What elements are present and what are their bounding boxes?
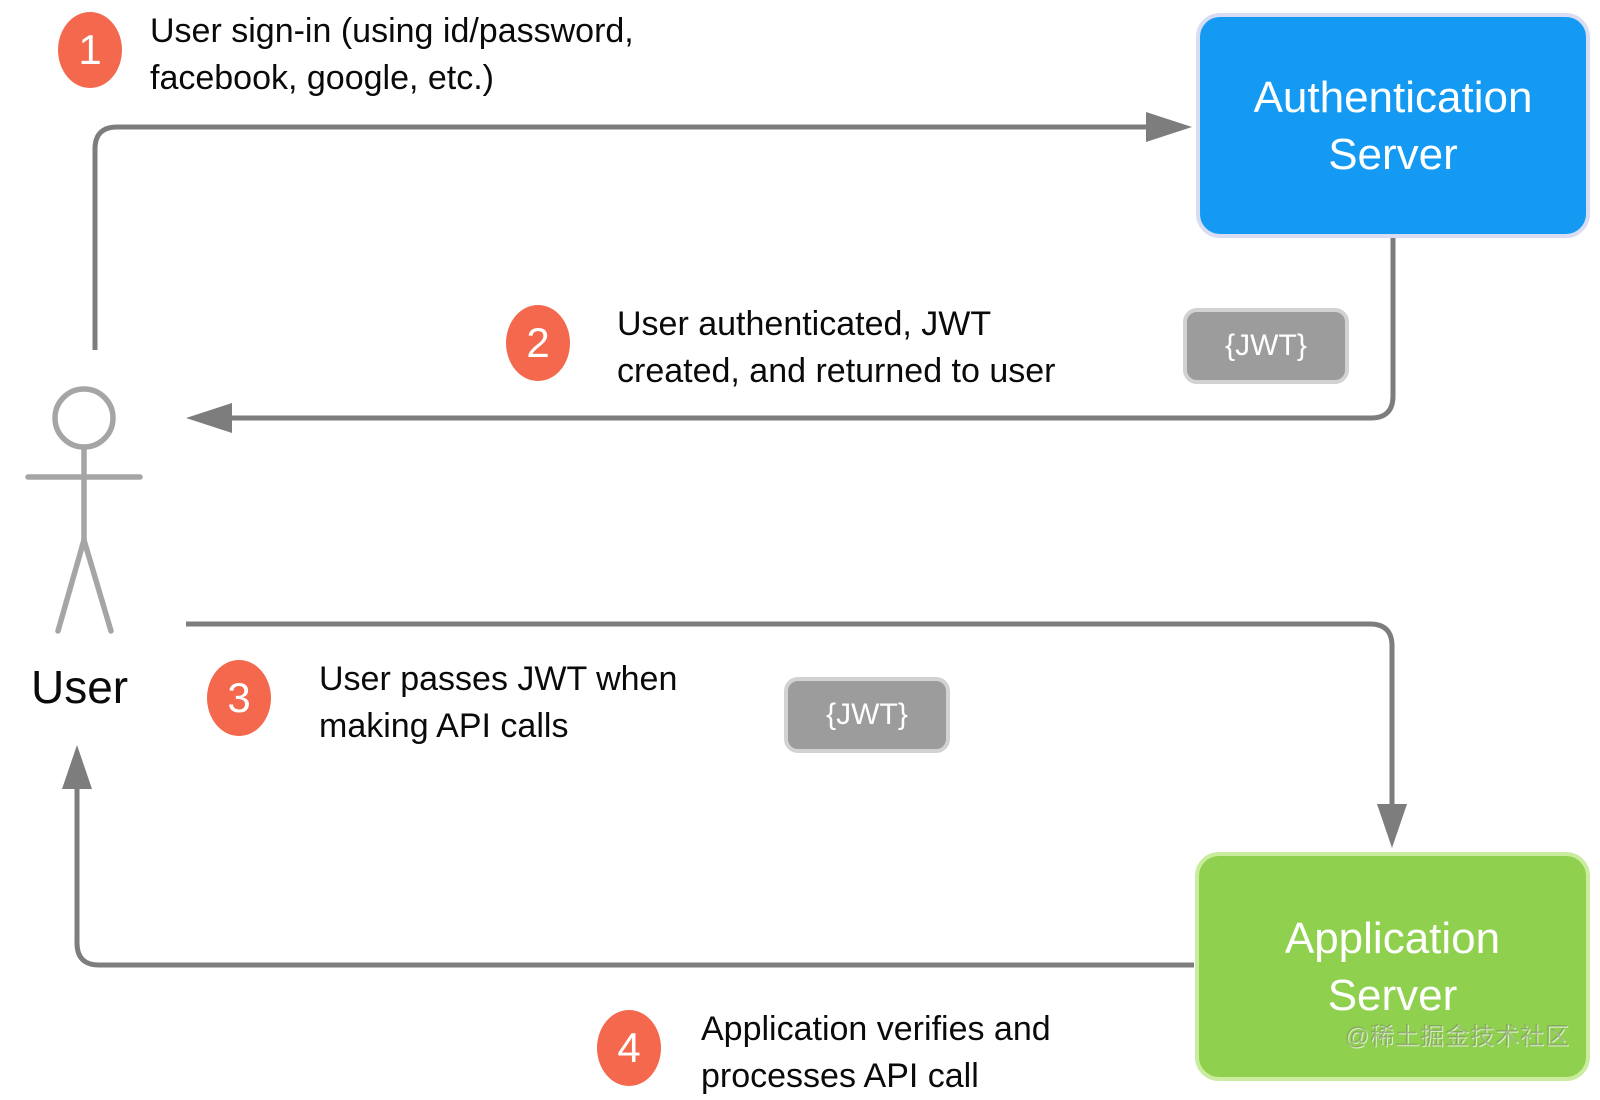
step-4: 4 Application verifies and processes API… <box>597 1006 1051 1100</box>
api-response-arrow-line <box>74 789 1194 968</box>
step-3-number-badge: 3 <box>207 660 271 736</box>
signin-arrow-line <box>92 124 1146 350</box>
api-response-arrow <box>62 745 1194 968</box>
step-4-text: Application verifies and processes API c… <box>701 1006 1051 1100</box>
step-2: 2 User authenticated, JWT created, and r… <box>506 301 1056 395</box>
step-4-text-line: Application verifies and <box>701 1010 1051 1048</box>
auth-server-node: Authentication Server <box>1196 13 1590 238</box>
step-1-text-line: facebook, google, etc.) <box>150 59 495 97</box>
auth-server-label: Authentication Server <box>1253 72 1533 179</box>
actor-head <box>52 386 116 450</box>
signin-arrowhead-icon <box>1146 112 1192 142</box>
api-response-arrowhead-icon <box>62 745 92 789</box>
step-1-number-badge: 1 <box>58 12 122 88</box>
actor-left-leg <box>55 537 87 634</box>
user-actor-label: User <box>31 661 129 713</box>
step-2-text: User authenticated, JWT created, and ret… <box>617 301 1056 395</box>
jwt-return-arrow <box>186 238 1396 433</box>
jwt-return-arrowhead-icon <box>186 403 232 433</box>
api-call-arrow <box>186 621 1407 848</box>
step-2-text-line: created, and returned to user <box>617 352 1056 390</box>
step-4-text-line: processes API call <box>701 1057 979 1095</box>
step-3-text-line: User passes JWT when <box>319 660 678 698</box>
api-call-arrowhead-icon <box>1377 804 1407 848</box>
step-3: 3 User passes JWT when making API calls <box>207 656 677 750</box>
step-3-text-line: making API calls <box>319 707 569 745</box>
api-call-arrow-line <box>186 621 1395 804</box>
jwt-token-badge: {JWT} <box>1183 308 1349 384</box>
step-1-text-line: User sign-in (using id/password, <box>150 12 634 50</box>
step-3-text: User passes JWT when making API calls <box>319 656 677 750</box>
user-actor-icon <box>25 386 143 634</box>
jwt-token-badge: {JWT} <box>784 677 950 753</box>
step-2-number-badge: 2 <box>506 305 570 381</box>
actor-right-leg <box>81 537 114 634</box>
step-1-text: User sign-in (using id/password, faceboo… <box>150 8 634 102</box>
app-server-label: Application Server <box>1284 913 1501 1020</box>
step-2-text-line: User authenticated, JWT <box>617 305 992 343</box>
watermark-text: @稀土掘金技术社区 <box>1344 1023 1570 1050</box>
jwt-return-arrow-line <box>232 238 1396 421</box>
signin-arrow <box>92 112 1192 350</box>
step-4-number-badge: 4 <box>597 1010 661 1086</box>
app-server-node: Application Server @稀土掘金技术社区 <box>1195 852 1590 1081</box>
step-1: 1 User sign-in (using id/password, faceb… <box>58 8 634 102</box>
